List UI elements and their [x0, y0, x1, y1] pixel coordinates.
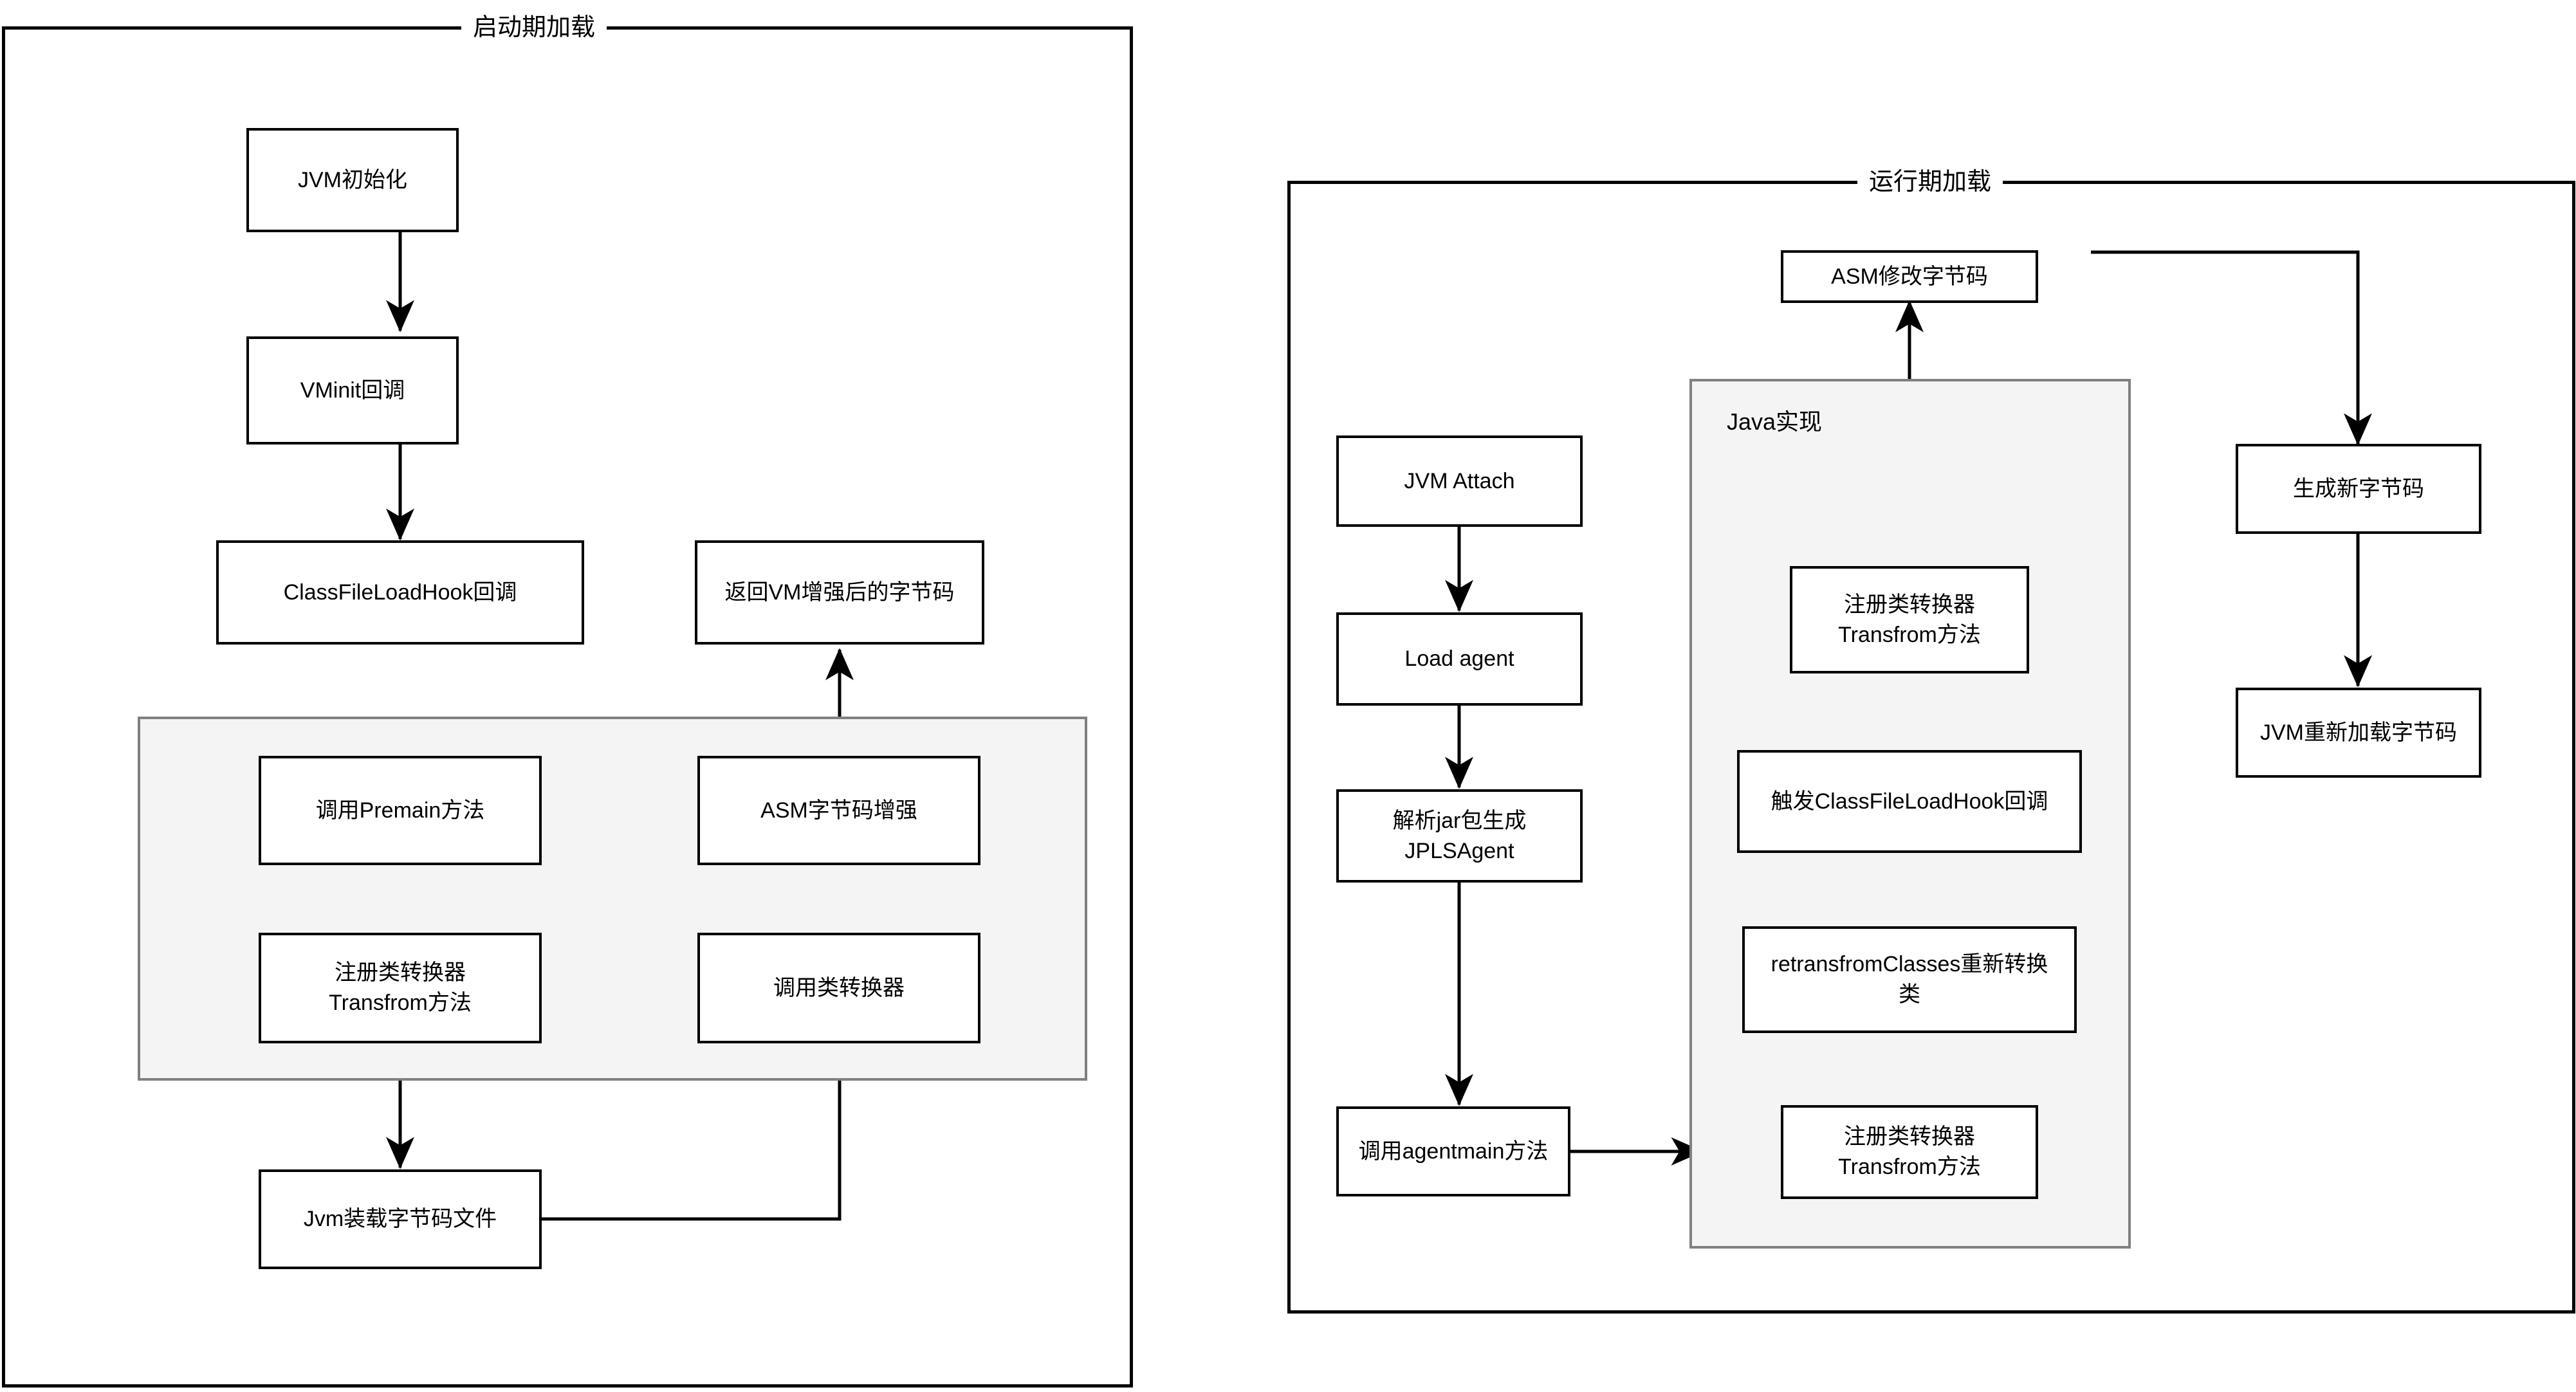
- node-asm-enhance-label: ASM字节码增强: [760, 798, 917, 823]
- node-jvm-load-bytecode-file[interactable]: Jvm装载字节码文件: [259, 1169, 542, 1269]
- startup-panel: [2, 26, 1133, 1387]
- node-register-transformer-startup[interactable]: 注册类转换器 Transfrom方法: [259, 933, 542, 1043]
- node-register-transformer-runtime-lower[interactable]: 注册类转换器 Transfrom方法: [1781, 1105, 2038, 1199]
- node-asm-enhance[interactable]: ASM字节码增强: [697, 756, 980, 865]
- node-vminit-callback-label: VMinit回调: [300, 378, 405, 403]
- node-return-vm-bytecode-label: 返回VM增强后的字节码: [724, 580, 955, 605]
- node-register-transformer-runtime-upper-label: 注册类转换器 Transfrom方法: [1838, 592, 1981, 647]
- node-jvm-reload-bytecode[interactable]: JVM重新加载字节码: [2236, 688, 2481, 778]
- node-jvm-attach[interactable]: JVM Attach: [1336, 435, 1583, 527]
- node-call-premain[interactable]: 调用Premain方法: [259, 756, 542, 865]
- node-generate-new-bytecode-label: 生成新字节码: [2293, 476, 2424, 501]
- node-register-transformer-runtime-upper[interactable]: 注册类转换器 Transfrom方法: [1790, 566, 2029, 673]
- node-classfileloadhook-callback-label: ClassFileLoadHook回调: [283, 580, 517, 605]
- runtime-shaded-title: Java实现: [1727, 408, 1823, 435]
- node-trigger-classfileloadhook-label: 触发ClassFileLoadHook回调: [1771, 789, 2048, 814]
- node-trigger-classfileloadhook[interactable]: 触发ClassFileLoadHook回调: [1737, 750, 2082, 853]
- node-parse-jar-jplsagent-label: 解析jar包生成 JPLSAgent: [1392, 808, 1527, 863]
- node-vminit-callback[interactable]: VMinit回调: [246, 336, 459, 444]
- node-call-premain-label: 调用Premain方法: [315, 798, 485, 823]
- node-asm-modify-bytecode-label: ASM修改字节码: [1831, 264, 1988, 289]
- node-load-agent-label: Load agent: [1404, 646, 1514, 672]
- node-call-agentmain[interactable]: 调用agentmain方法: [1336, 1106, 1570, 1196]
- node-register-transformer-runtime-lower-label: 注册类转换器 Transfrom方法: [1838, 1124, 1981, 1179]
- node-retransform-classes-label: retransfromClasses重新转换 类: [1771, 952, 2048, 1007]
- node-call-transformer[interactable]: 调用类转换器: [697, 933, 980, 1043]
- node-jvm-reload-bytecode-label: JVM重新加载字节码: [2260, 720, 2457, 745]
- startup-panel-title: 启动期加载: [461, 15, 607, 40]
- node-register-transformer-startup-label: 注册类转换器 Transfrom方法: [329, 960, 472, 1015]
- node-retransform-classes[interactable]: retransfromClasses重新转换 类: [1742, 926, 2077, 1033]
- node-call-transformer-label: 调用类转换器: [773, 975, 905, 1000]
- node-return-vm-bytecode[interactable]: 返回VM增强后的字节码: [695, 540, 984, 645]
- node-jvm-init[interactable]: JVM初始化: [246, 128, 459, 232]
- node-load-agent[interactable]: Load agent: [1336, 612, 1583, 706]
- runtime-panel-title: 运行期加载: [1857, 170, 2003, 194]
- node-call-agentmain-label: 调用agentmain方法: [1358, 1139, 1549, 1164]
- node-asm-modify-bytecode[interactable]: ASM修改字节码: [1781, 250, 2038, 303]
- node-jvm-attach-label: JVM Attach: [1404, 468, 1515, 493]
- node-generate-new-bytecode[interactable]: 生成新字节码: [2236, 444, 2481, 534]
- node-jvm-load-bytecode-file-label: Jvm装载字节码文件: [303, 1207, 497, 1232]
- node-parse-jar-jplsagent[interactable]: 解析jar包生成 JPLSAgent: [1336, 789, 1583, 883]
- node-jvm-init-label: JVM初始化: [298, 167, 407, 192]
- node-classfileloadhook-callback[interactable]: ClassFileLoadHook回调: [216, 540, 584, 645]
